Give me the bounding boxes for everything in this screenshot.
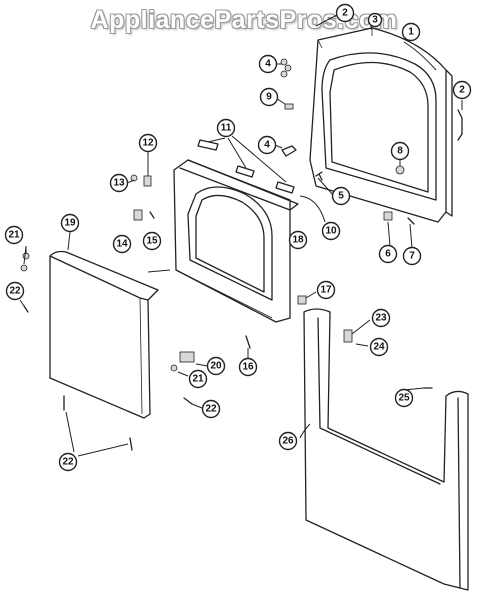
front-bulkhead [173, 159, 299, 323]
svg-text:12: 12 [142, 138, 154, 149]
svg-text:11: 11 [221, 123, 232, 134]
callout-15: 15 [142, 231, 162, 251]
svg-text:7: 7 [409, 251, 415, 262]
callout-9: 9 [259, 87, 279, 107]
callout-17: 17 [316, 280, 336, 300]
callout-21: 21 [4, 225, 24, 245]
svg-text:4: 4 [264, 140, 270, 151]
callout-13: 13 [109, 173, 129, 193]
rear-bulkhead [309, 27, 453, 223]
svg-text:4: 4 [265, 59, 271, 70]
callout-22: 22 [58, 452, 78, 472]
callout-5: 5 [331, 186, 351, 206]
svg-text:18: 18 [292, 235, 304, 246]
callout-7: 7 [402, 246, 422, 266]
svg-text:14: 14 [116, 239, 128, 250]
svg-text:8: 8 [397, 146, 403, 157]
callout-1: 1 [401, 22, 421, 42]
callout-4: 4 [257, 135, 277, 155]
callout-22: 22 [5, 281, 25, 301]
svg-text:21: 21 [8, 230, 20, 241]
front-panel [303, 308, 469, 591]
callout-11: 11 [216, 118, 236, 138]
svg-text:6: 6 [385, 249, 391, 260]
svg-text:22: 22 [9, 286, 21, 297]
callout-23: 23 [371, 308, 391, 328]
callout-22: 22 [201, 399, 221, 419]
callout-16: 16 [238, 357, 258, 377]
callout-26: 26 [278, 431, 298, 451]
svg-text:21: 21 [192, 374, 204, 385]
callout-25: 25 [394, 388, 414, 408]
callout-14: 14 [112, 234, 132, 254]
callout-6: 6 [378, 244, 398, 264]
callout-12: 12 [138, 133, 158, 153]
svg-text:2: 2 [342, 8, 348, 19]
svg-text:15: 15 [146, 236, 158, 247]
svg-text:13: 13 [113, 178, 125, 189]
callout-24: 24 [369, 337, 389, 357]
strips [197, 139, 295, 194]
svg-text:16: 16 [242, 362, 254, 373]
callout-20: 20 [206, 356, 226, 376]
svg-text:17: 17 [320, 285, 332, 296]
hardware [20, 58, 463, 451]
svg-text:1: 1 [408, 27, 414, 38]
svg-text:3: 3 [372, 15, 378, 26]
leader-lines [19, 14, 463, 457]
callout-3: 3 [367, 12, 383, 28]
svg-text:2: 2 [459, 85, 465, 96]
callout-18: 18 [288, 230, 308, 250]
callout-10: 10 [321, 221, 341, 241]
svg-text:9: 9 [266, 92, 272, 103]
svg-text:22: 22 [62, 457, 74, 468]
svg-text:19: 19 [64, 218, 76, 229]
callout-2: 2 [335, 3, 355, 23]
svg-text:25: 25 [398, 393, 410, 404]
svg-text:26: 26 [282, 436, 294, 447]
callout-21: 21 [188, 369, 208, 389]
callout-8: 8 [390, 141, 410, 161]
svg-text:23: 23 [375, 313, 387, 324]
svg-text:22: 22 [205, 404, 217, 415]
svg-text:24: 24 [373, 342, 385, 353]
callouts: 1 2 2 3 4 4 5 6 7 8 9 10 11 12 13 14 15 … [4, 3, 472, 472]
svg-text:5: 5 [338, 191, 344, 202]
svg-text:10: 10 [325, 226, 337, 237]
callout-2: 2 [452, 80, 472, 100]
svg-text:20: 20 [210, 361, 222, 372]
callout-19: 19 [60, 213, 80, 233]
door [49, 250, 159, 419]
callout-4: 4 [258, 54, 278, 74]
